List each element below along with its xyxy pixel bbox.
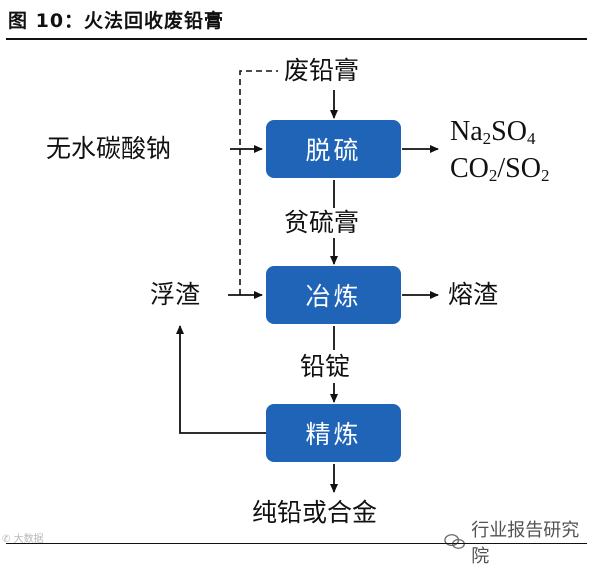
byproduct-na2so4: Na2SO4 xyxy=(450,116,536,148)
label-slag: 熔渣 xyxy=(448,280,499,309)
arrow-refine-to-dross xyxy=(176,325,266,434)
node-smelting: 冶炼 xyxy=(266,266,401,324)
chat-bubble-icon xyxy=(444,534,465,549)
label-dross: 浮渣 xyxy=(150,280,201,309)
watermark-right: 行业报告研究院 xyxy=(444,516,593,568)
watermark-left-icon: ✆ xyxy=(2,534,11,545)
watermark-left: ✆ 大数据 xyxy=(2,534,44,545)
label-pure-lead-alloy: 纯铅或合金 xyxy=(252,498,378,527)
label-lead-ingot: 铅锭 xyxy=(300,352,351,381)
label-sodium-carbonate: 无水碳酸钠 xyxy=(46,134,172,163)
dashed-recycle-line xyxy=(239,70,278,295)
node-refining: 精炼 xyxy=(266,404,401,462)
label-waste-paste: 废铅膏 xyxy=(284,56,360,85)
flow-arrows xyxy=(176,70,439,493)
bottom-rule xyxy=(6,543,587,544)
top-rule xyxy=(6,38,587,40)
node-desulfurization: 脱硫 xyxy=(266,120,401,178)
label-lean-paste: 贫硫膏 xyxy=(284,208,360,237)
byproduct-co2-so2: CO2/SO2 xyxy=(450,153,550,185)
figure-title: 图 10：火法回收废铅膏 xyxy=(8,10,225,32)
